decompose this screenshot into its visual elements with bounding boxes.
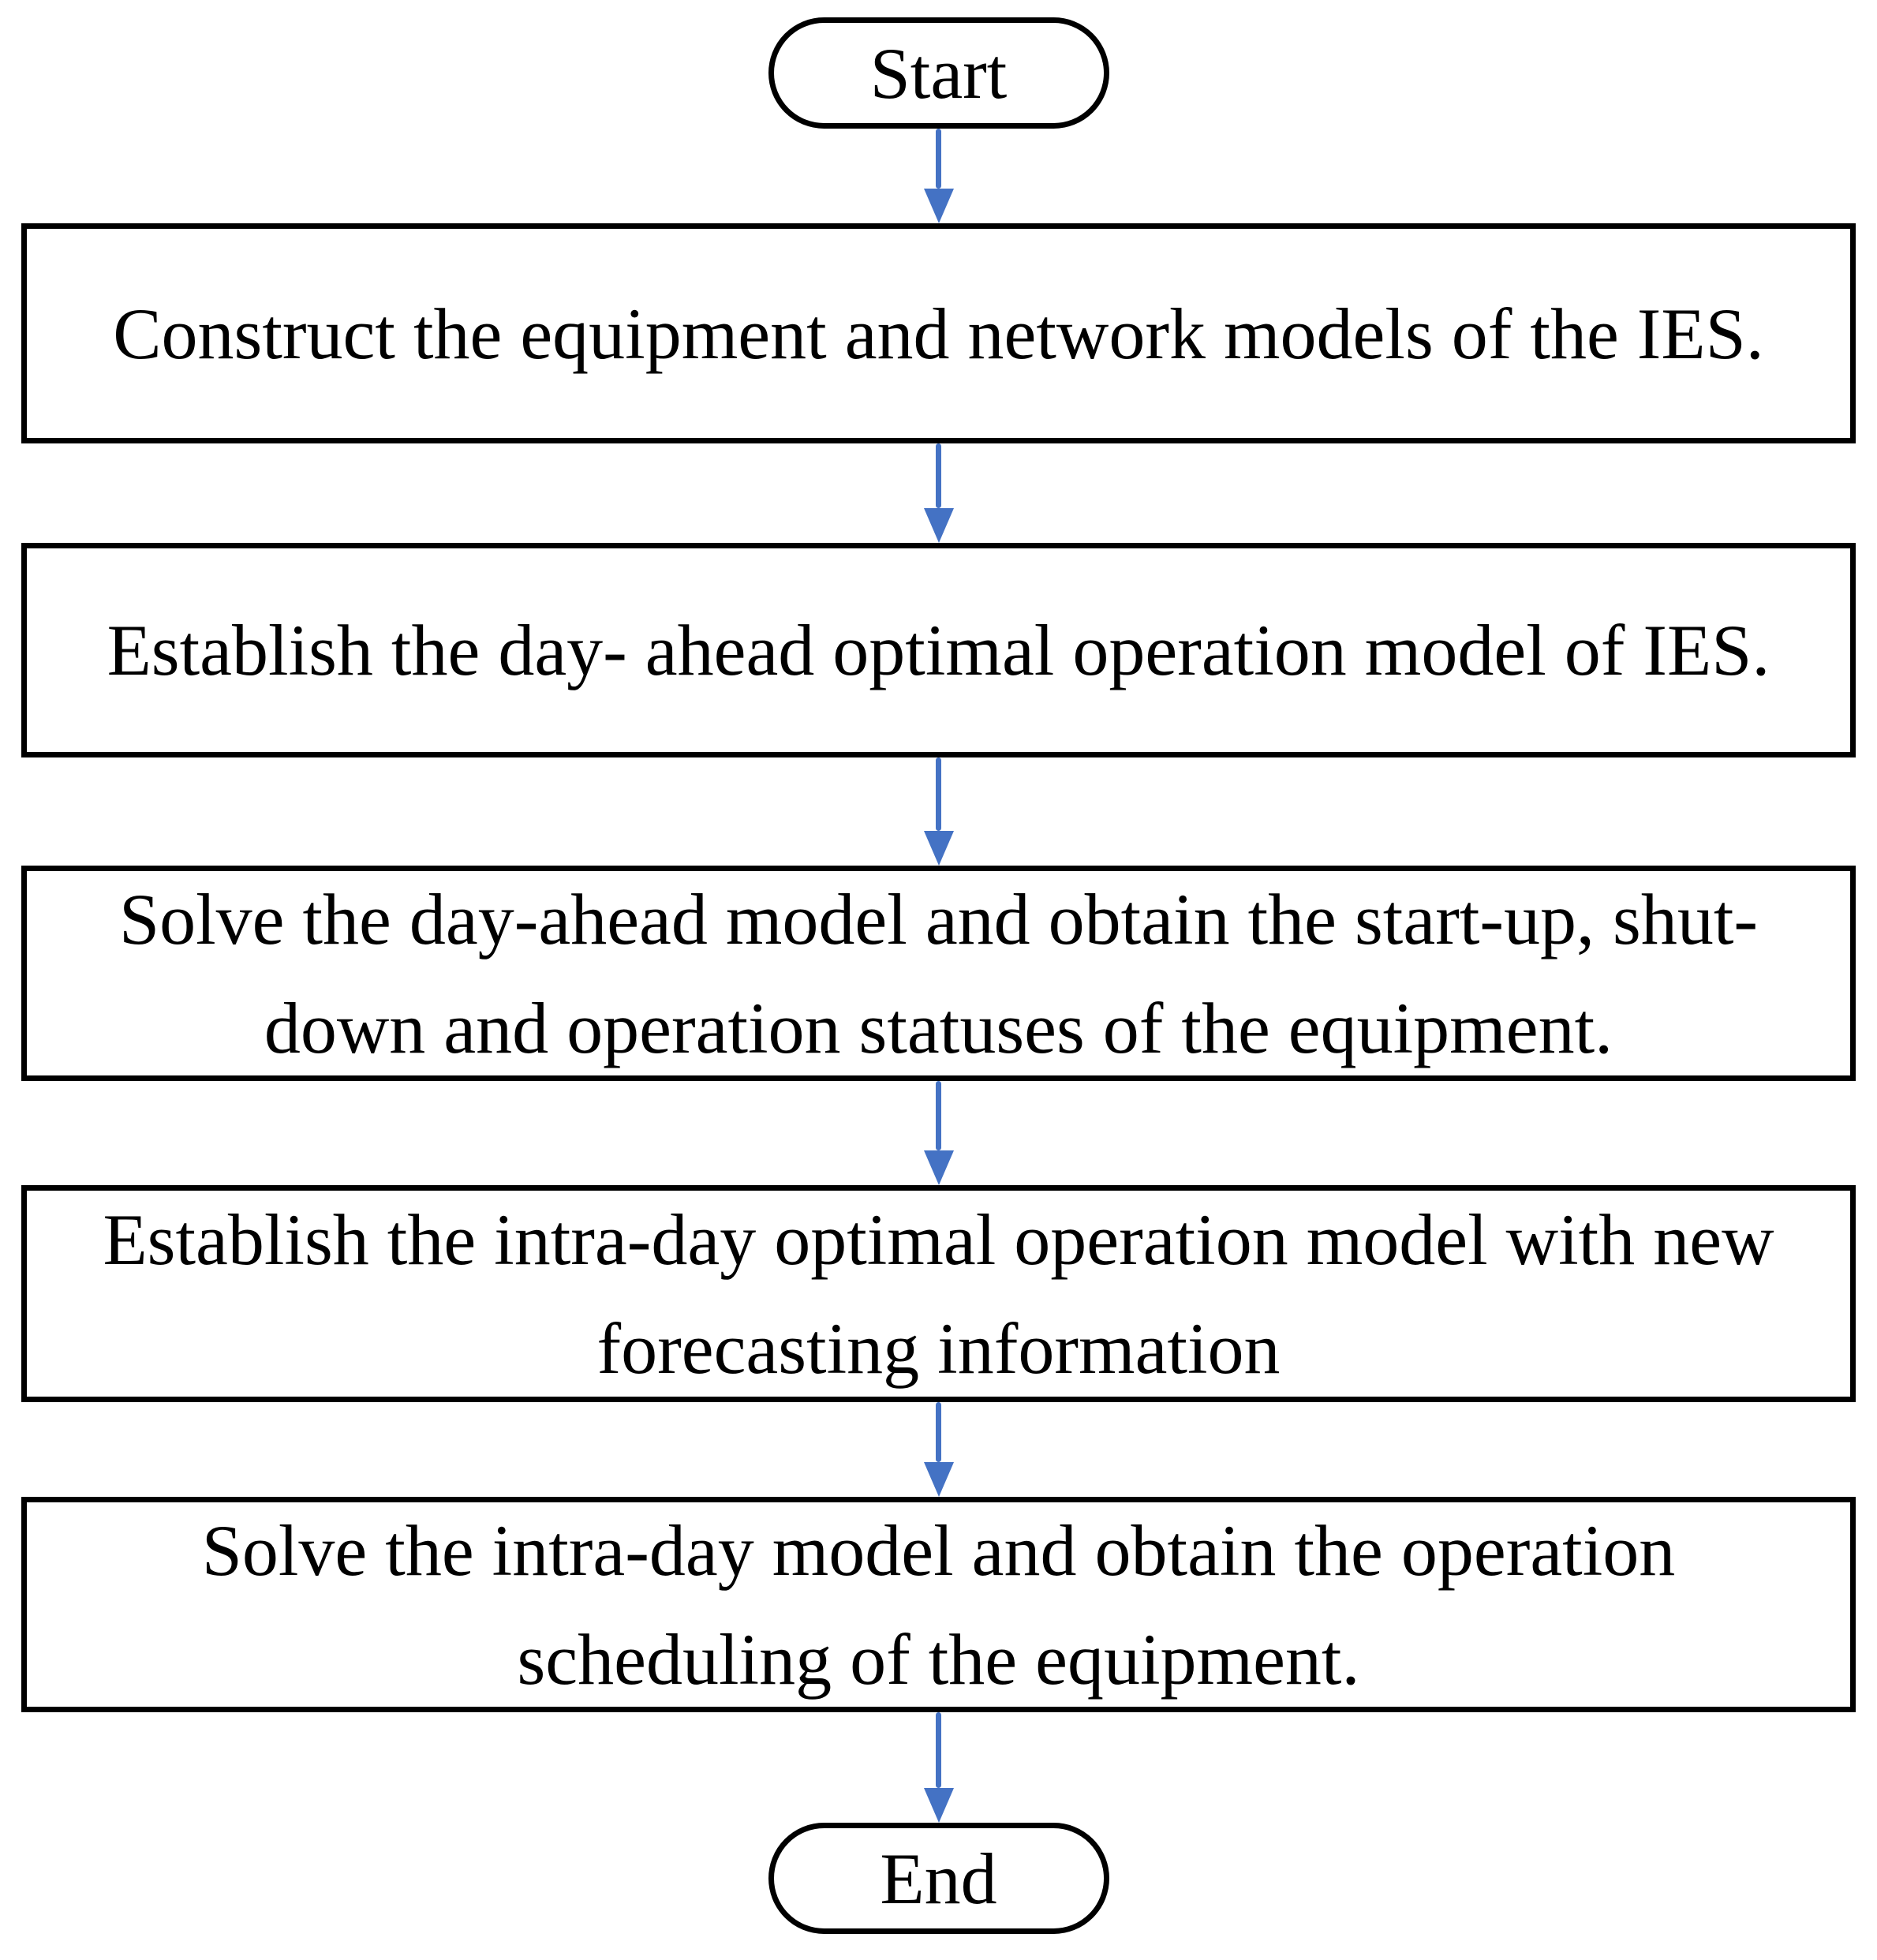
down-arrow-connector bbox=[923, 757, 954, 866]
node-label: End bbox=[880, 1838, 997, 1919]
node-label: Construct the equipment and network mode… bbox=[113, 293, 1764, 374]
arrow-head-icon bbox=[923, 508, 954, 543]
down-arrow-connector bbox=[923, 1402, 954, 1497]
arrow-head-icon bbox=[923, 1462, 954, 1497]
start-terminator: Start bbox=[768, 17, 1109, 129]
process-step-3: Solve the day-ahead model and obtain the… bbox=[21, 866, 1856, 1081]
node-label-line: Establish the intra-day optimal operatio… bbox=[103, 1199, 1774, 1280]
end-terminator: End bbox=[768, 1823, 1109, 1934]
arrow-stem bbox=[936, 1712, 941, 1788]
arrow-stem bbox=[936, 757, 941, 831]
process-step-1: Construct the equipment and network mode… bbox=[21, 223, 1856, 443]
down-arrow-connector bbox=[923, 1712, 954, 1823]
arrow-stem bbox=[936, 1402, 941, 1462]
arrow-stem bbox=[936, 129, 941, 189]
arrow-head-icon bbox=[923, 1788, 954, 1823]
node-label: Establish the day- ahead optimal operati… bbox=[107, 610, 1770, 690]
arrow-head-icon bbox=[923, 189, 954, 223]
node-label-line: forecasting information bbox=[596, 1307, 1281, 1389]
node-label: Start bbox=[869, 32, 1008, 114]
process-step-5: Solve the intra-day model and obtain the… bbox=[21, 1497, 1856, 1712]
down-arrow-connector bbox=[923, 443, 954, 543]
node-label-line: Solve the day-ahead model and obtain the… bbox=[118, 878, 1759, 959]
down-arrow-connector bbox=[923, 1081, 954, 1185]
node-label-line: down and operation statuses of the equip… bbox=[264, 987, 1613, 1068]
arrow-head-icon bbox=[923, 1150, 954, 1185]
arrow-head-icon bbox=[923, 831, 954, 866]
process-step-2: Establish the day- ahead optimal operati… bbox=[21, 543, 1856, 757]
down-arrow-connector bbox=[923, 129, 954, 223]
arrow-stem bbox=[936, 1081, 941, 1150]
arrow-stem bbox=[936, 443, 941, 508]
node-label-line: Solve the intra-day model and obtain the… bbox=[201, 1509, 1676, 1591]
node-label-line: scheduling of the equipment. bbox=[517, 1618, 1360, 1700]
process-step-4: Establish the intra-day optimal operatio… bbox=[21, 1185, 1856, 1402]
